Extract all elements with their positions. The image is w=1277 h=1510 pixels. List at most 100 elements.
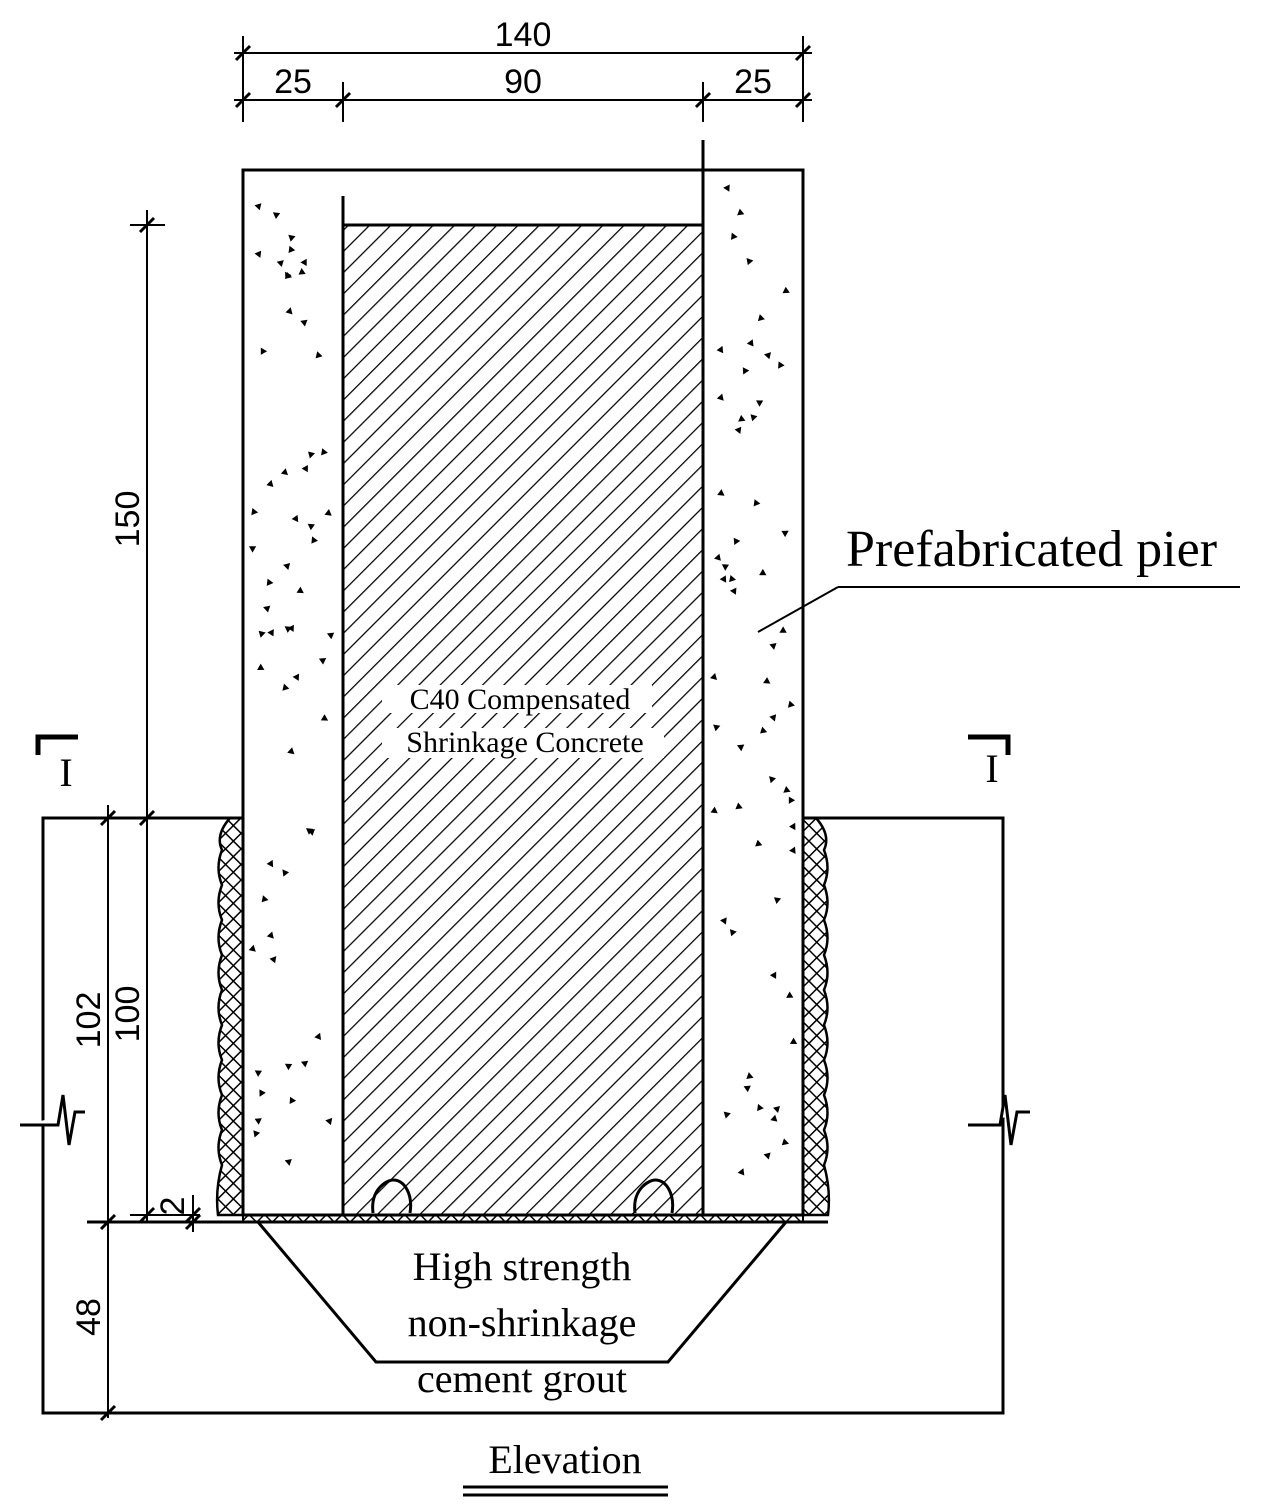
aggregate-dot (743, 1085, 751, 1093)
aggregate-dot (283, 563, 291, 570)
aggregate-dot (716, 393, 724, 401)
aggregate-dot (325, 1117, 333, 1126)
aggregate-dot (266, 479, 274, 487)
aggregate-dot (285, 307, 293, 315)
aggregate-dot (789, 822, 796, 831)
aggregate-dot (781, 1138, 789, 1146)
aggregate-dot (720, 917, 727, 925)
aggregate-dot (778, 361, 785, 369)
drawing-title: Elevation (463, 1437, 668, 1497)
grout-label-line2: non-shrinkage (408, 1300, 637, 1345)
aggregate-dot (770, 1114, 778, 1122)
aggregate-dot (723, 184, 730, 192)
aggregate-dot (787, 700, 795, 708)
aggregate-dot (285, 271, 292, 280)
aggregate-dot (735, 802, 743, 810)
aggregate-dot (719, 575, 727, 583)
aggregate-dot (292, 673, 300, 681)
aggregate-dot (261, 895, 269, 903)
aggregate-dot (774, 897, 782, 904)
aggregate-dot (773, 1106, 780, 1113)
aggregate-dot (755, 839, 763, 847)
aggregate-dot (750, 414, 758, 422)
aggregate-dot (284, 1063, 293, 1071)
section-mark-left: I (59, 750, 72, 795)
core-fill (341, 223, 705, 1217)
aggregate-dots (248, 184, 798, 1176)
aggregate-dot (746, 258, 754, 266)
aggregate-dot (308, 451, 315, 459)
right-grout-joint (801, 816, 831, 1217)
aggregate-dot (296, 586, 304, 594)
aggregate-dot (248, 944, 256, 952)
aggregate-dot (746, 339, 754, 347)
aggregate-dot (282, 683, 290, 691)
aggregate-dot (734, 426, 742, 434)
dim-base-thickness: 48 (70, 1298, 108, 1336)
aggregate-dot (753, 499, 761, 507)
aggregate-dot (733, 537, 741, 545)
dim-socket-depth-inner: 100 (109, 986, 147, 1043)
grout-label-line1: High strength (413, 1244, 632, 1289)
aggregate-dot (764, 352, 771, 360)
aggregate-dot (729, 587, 737, 595)
aggregate-dot (307, 523, 315, 531)
aggregate-dot (789, 846, 796, 854)
title-text: Elevation (488, 1437, 641, 1482)
aggregate-dot (272, 212, 281, 219)
aggregate-dot (737, 208, 745, 216)
aggregate-dot (266, 859, 274, 868)
aggregate-dot (788, 796, 796, 804)
aggregate-dot (289, 1096, 297, 1104)
aggregate-dot (291, 514, 299, 523)
aggregate-dot (267, 629, 274, 637)
aggregate-dot (318, 658, 327, 665)
aggregate-dot (729, 929, 737, 937)
aggregate-dot (327, 632, 335, 640)
aggregate-dot (760, 726, 768, 734)
aggregate-dot (759, 568, 767, 576)
aggregate-dot (731, 232, 738, 240)
aggregate-dot (763, 1152, 771, 1160)
section-mark-right: I (985, 746, 998, 791)
aggregate-dot (254, 203, 262, 211)
aggregate-dot (721, 564, 729, 571)
dim-pier-height: 150 (109, 491, 147, 548)
core-label-line2: Shrinkage Concrete (406, 726, 643, 759)
aggregate-dot (723, 1111, 731, 1119)
aggregate-dot (287, 747, 295, 755)
dim-bed-gap: 2 (154, 1197, 192, 1216)
pier-label: Prefabricated pier (846, 521, 1217, 578)
grout-pocket: High strength non-shrinkage cement grout (256, 1221, 788, 1401)
aggregate-dot (746, 1072, 754, 1079)
core-label-line1: C40 Compensated (410, 683, 631, 716)
aggregate-dot (779, 626, 787, 633)
aggregate-dot (263, 605, 271, 613)
aggregate-dot (280, 468, 288, 476)
aggregate-dot (300, 258, 307, 266)
aggregate-dot (311, 536, 318, 544)
aggregate-dot (251, 508, 259, 516)
aggregate-dot (288, 245, 296, 253)
vertical-dimensions: 150 102 100 2 48 (70, 210, 202, 1422)
grout-label-line3: cement grout (417, 1356, 627, 1401)
aggregate-dot (306, 828, 314, 835)
aggregate-dot (756, 400, 764, 407)
aggregate-dot (769, 971, 777, 979)
aggregate-dot (259, 1089, 266, 1097)
dim-left-cover: 25 (274, 63, 312, 101)
aggregate-dot (737, 1168, 745, 1176)
aggregate-dot (716, 345, 724, 354)
pier-callout: Prefabricated pier (757, 521, 1240, 633)
dim-right-cover: 25 (734, 63, 772, 101)
aggregate-dot (253, 1130, 261, 1138)
aggregate-dot (757, 1103, 764, 1112)
aggregate-dot (742, 367, 750, 375)
aggregate-dot (783, 786, 791, 793)
aggregate-dot (314, 1032, 321, 1040)
aggregate-dot (284, 1159, 292, 1166)
aggregate-dot (315, 351, 323, 359)
aggregate-dot (249, 546, 257, 553)
aggregate-dot (300, 319, 308, 327)
